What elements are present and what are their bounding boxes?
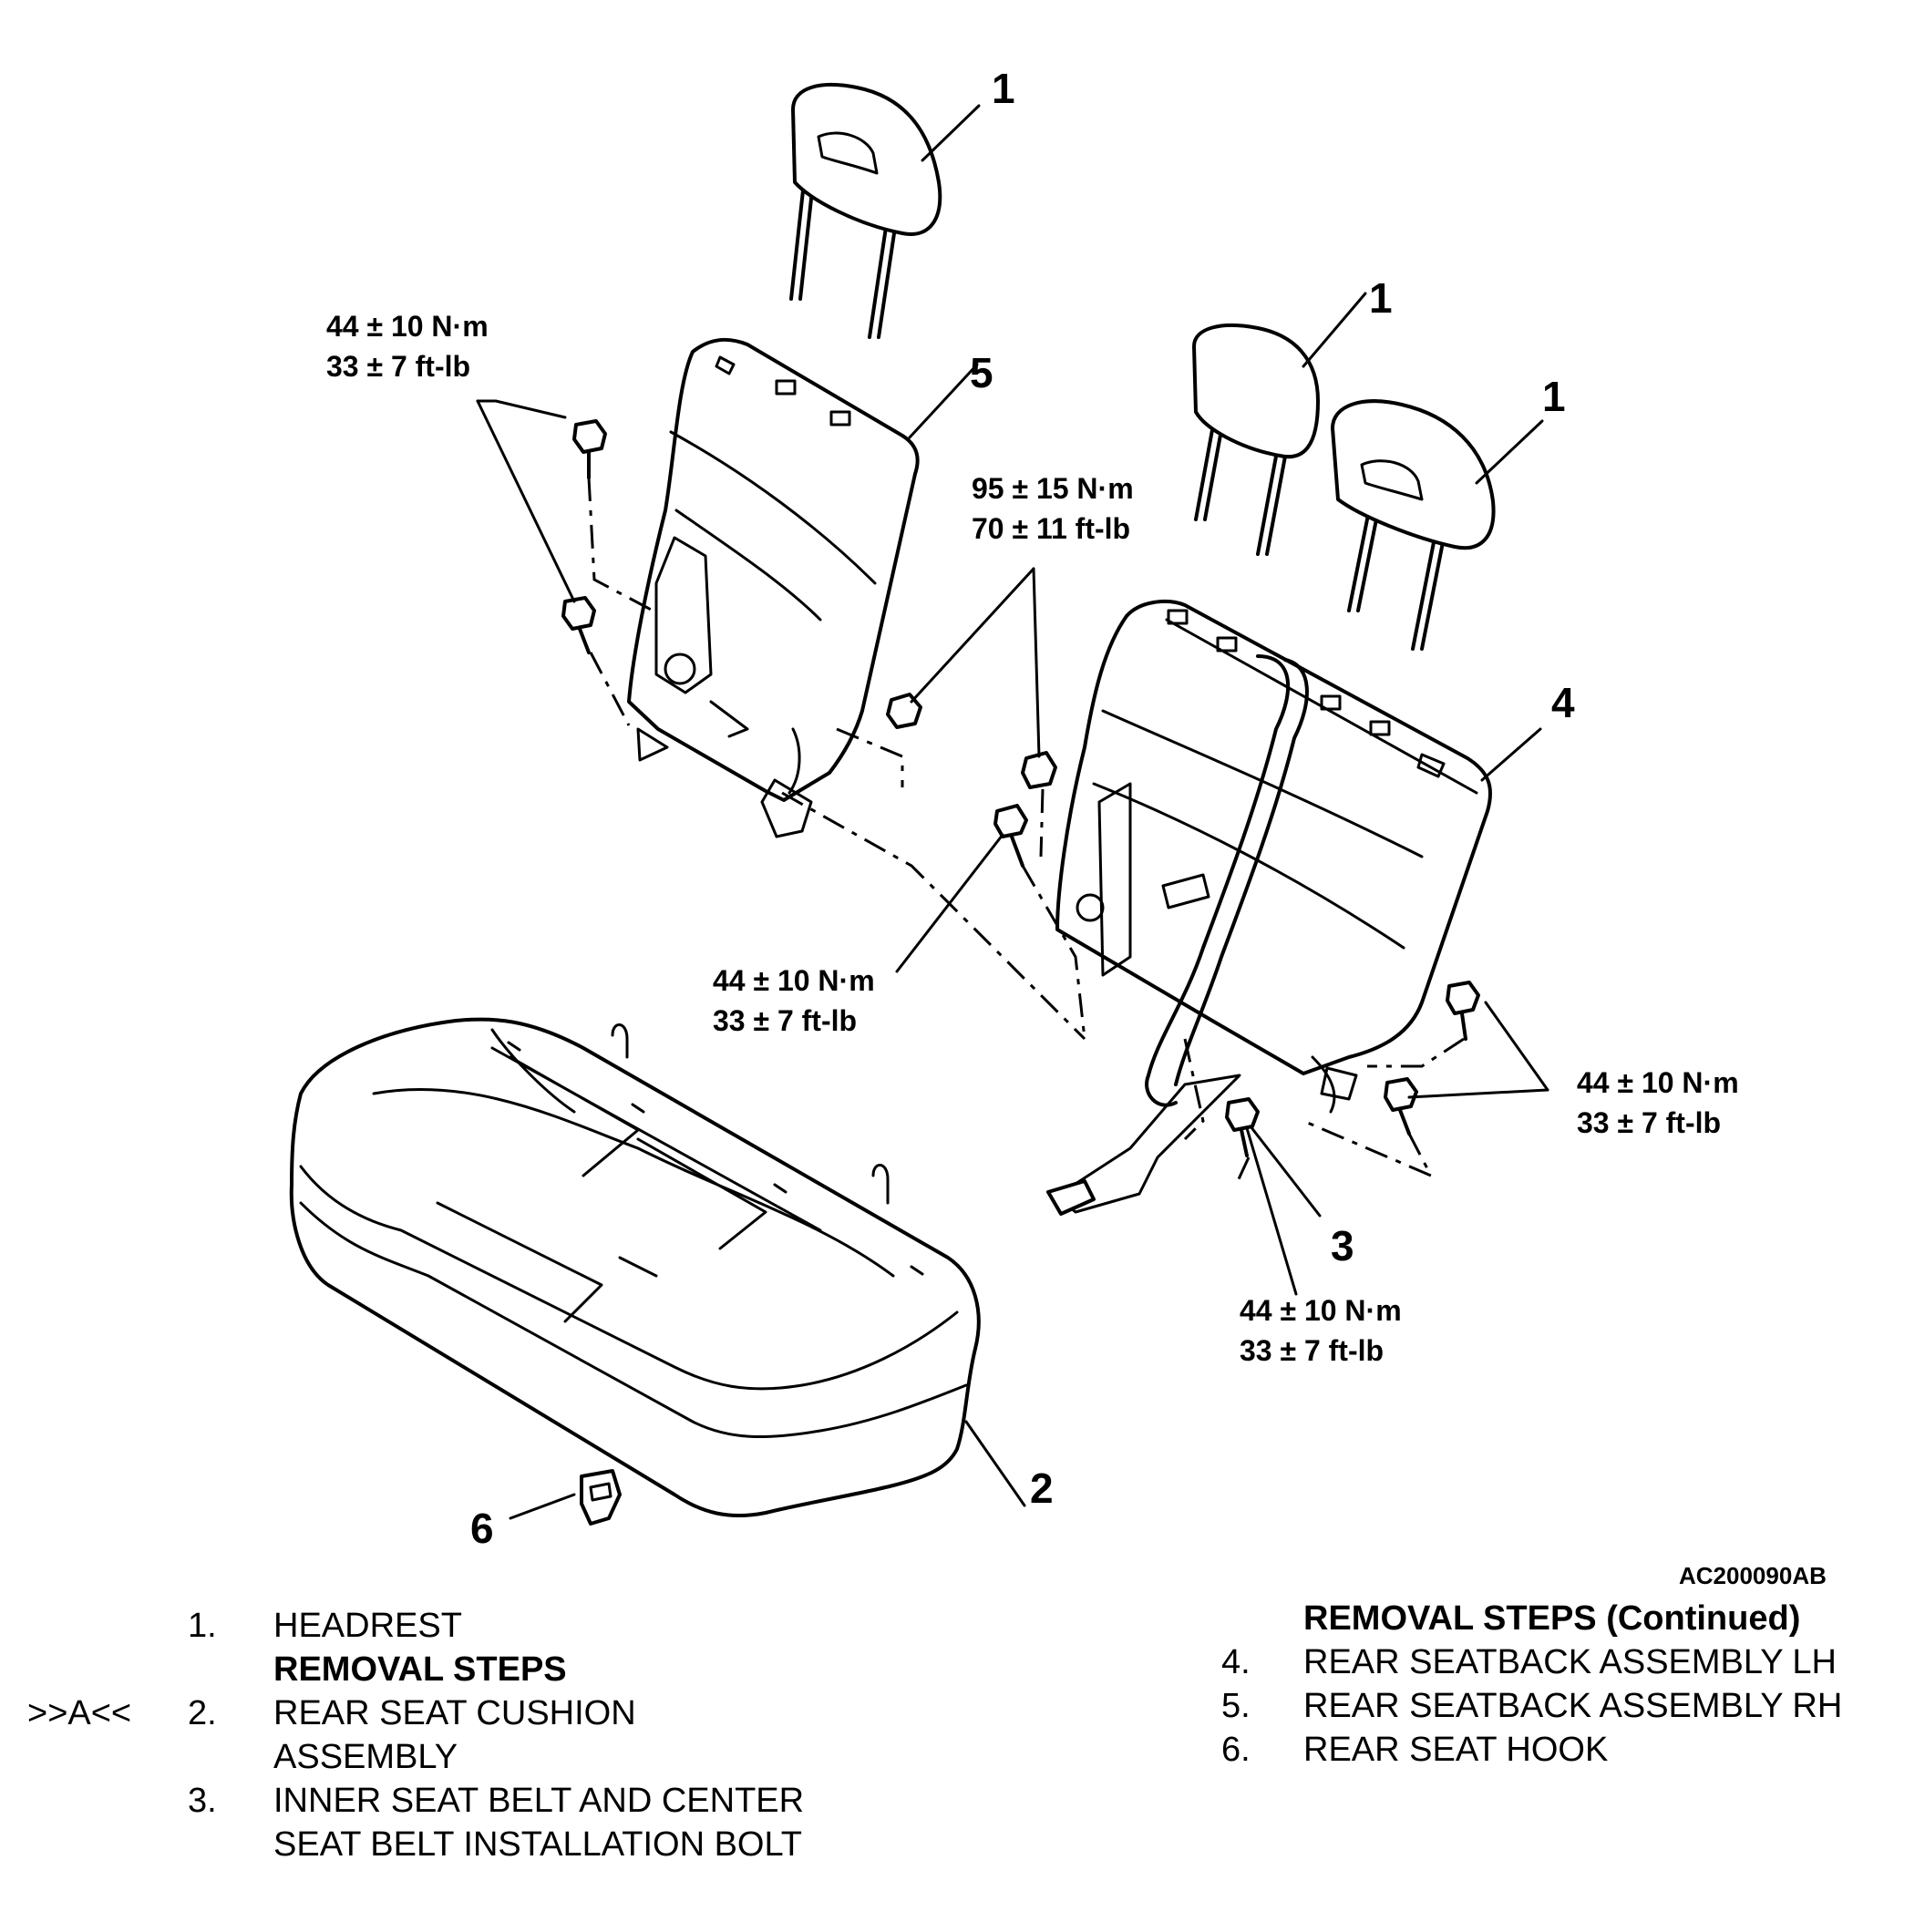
torque-ftlb: 70 ± 11 ft-lb: [972, 512, 1131, 545]
legend-heading: REMOVAL STEPS (Continued): [1303, 1599, 1801, 1638]
callout-seatback-lh: 4: [1551, 679, 1575, 726]
legend-num: 6.: [1221, 1731, 1251, 1769]
leader-lines: [476, 104, 1549, 1520]
torque-rh-upper: 44 ± 10 N·m 33 ± 7 ft-lb: [326, 306, 489, 386]
legend-text: SEAT BELT INSTALLATION BOLT: [273, 1825, 803, 1864]
torque-lower-bolt: 44 ± 10 N·m 33 ± 7 ft-lb: [1240, 1290, 1402, 1371]
legend-text: REAR SEAT CUSHION: [273, 1694, 636, 1732]
legend-num: 3.: [188, 1782, 217, 1820]
legend-text: HEADREST: [273, 1607, 462, 1645]
legend-text: REAR SEAT HOOK: [1303, 1731, 1609, 1769]
seatback-lh: [1046, 600, 1492, 1216]
callout-cushion: 2: [1030, 1464, 1054, 1512]
legend-text: ASSEMBLY: [273, 1738, 458, 1776]
legend-marker: >>A<<: [27, 1694, 132, 1732]
torque-nm: 95 ± 15 N·m: [972, 472, 1134, 505]
legend-num: 2.: [188, 1694, 217, 1732]
callout-center-bolt: 3: [1331, 1222, 1354, 1269]
legend-num: 5.: [1221, 1687, 1251, 1725]
legend-num: 1.: [188, 1607, 217, 1645]
torque-ftlb: 33 ± 7 ft-lb: [326, 350, 471, 383]
seat-cushion: [289, 1017, 981, 1518]
torque-nm: 44 ± 10 N·m: [713, 964, 875, 997]
legend-text: REAR SEATBACK ASSEMBLY RH: [1303, 1687, 1843, 1725]
headrest-mid: [1192, 324, 1320, 556]
callout-hook: 6: [470, 1505, 494, 1552]
callout-seatback-rh: 5: [970, 349, 993, 396]
torque-nm: 44 ± 10 N·m: [1240, 1294, 1402, 1327]
torque-center-nut: 95 ± 15 N·m 70 ± 11 ft-lb: [972, 468, 1134, 549]
legend-text: REAR SEATBACK ASSEMBLY LH: [1303, 1643, 1837, 1681]
torque-lh-right: 44 ± 10 N·m 33 ± 7 ft-lb: [1577, 1063, 1739, 1143]
legend-text: INNER SEAT BELT AND CENTER: [273, 1782, 805, 1820]
seatback-rh: [627, 337, 920, 838]
torque-ftlb: 33 ± 7 ft-lb: [1240, 1334, 1385, 1367]
fasteners: [561, 419, 1480, 1157]
legend-heading: REMOVAL STEPS: [273, 1650, 567, 1689]
callout-headrest-right: 1: [1542, 373, 1566, 420]
torque-ftlb: 33 ± 7 ft-lb: [713, 1004, 858, 1037]
torque-nm: 44 ± 10 N·m: [326, 310, 489, 343]
figure-code: AC200090AB: [1679, 1562, 1827, 1589]
callout-headrest-mid: 1: [1369, 274, 1393, 322]
headrest-right: [1331, 399, 1496, 651]
callout-headrest-left: 1: [992, 65, 1015, 112]
headrest-left: [789, 83, 942, 339]
torque-ftlb: 33 ± 7 ft-lb: [1577, 1106, 1722, 1139]
torque-center-bolt-upper: 44 ± 10 N·m 33 ± 7 ft-lb: [713, 961, 875, 1041]
legend-num: 4.: [1221, 1643, 1251, 1681]
torque-nm: 44 ± 10 N·m: [1577, 1066, 1739, 1099]
install-lines: [587, 477, 1465, 1182]
seat-hook: [580, 1469, 622, 1526]
